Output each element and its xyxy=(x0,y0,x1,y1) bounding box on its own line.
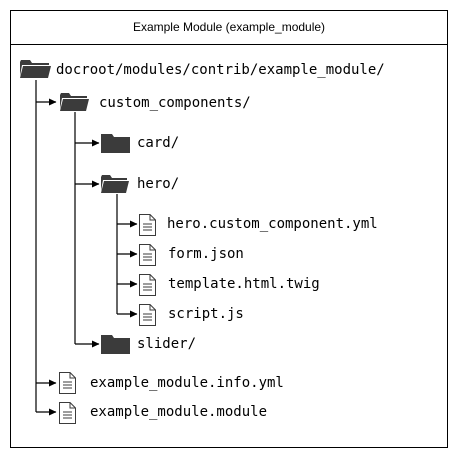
tree-node-label: template.html.twig xyxy=(168,276,320,292)
file-icon xyxy=(139,244,156,266)
tree-node-info-yml[interactable]: example_module.info.yml xyxy=(59,372,284,394)
tree-node-custom-components[interactable]: custom_components/ xyxy=(60,93,251,111)
tree-node-label: form.json xyxy=(168,246,244,262)
tree-node-label: script.js xyxy=(168,306,244,322)
folder-open-icon xyxy=(60,93,89,111)
tree-node-label: custom_components/ xyxy=(99,95,251,111)
folder-open-icon xyxy=(101,175,129,193)
tree-node-template-twig[interactable]: template.html.twig xyxy=(139,274,320,296)
tree-node-label: example_module.module xyxy=(90,404,267,420)
tree-node-hero[interactable]: hero/ xyxy=(101,175,179,193)
tree-node-label: docroot/modules/contrib/example_module/ xyxy=(56,62,385,78)
tree-node-label: card/ xyxy=(137,135,179,151)
tree-node-root[interactable]: docroot/modules/contrib/example_module/ xyxy=(20,60,385,78)
folder-open-icon xyxy=(20,60,51,78)
file-icon xyxy=(139,274,156,296)
diagram-frame xyxy=(10,10,448,448)
file-icon xyxy=(139,304,156,326)
file-icon xyxy=(59,402,76,424)
folder-closed-icon xyxy=(101,134,130,153)
tree-node-label: slider/ xyxy=(137,336,196,352)
tree-node-form-json[interactable]: form.json xyxy=(139,244,244,266)
tree-node-hero-yml[interactable]: hero.custom_component.yml xyxy=(139,214,378,236)
tree-node-label: hero/ xyxy=(137,176,179,192)
tree-node-label: hero.custom_component.yml xyxy=(167,216,378,232)
tree-node-slider[interactable]: slider/ xyxy=(101,335,196,354)
tree-node-label: example_module.info.yml xyxy=(90,375,284,391)
tree-node-script-js[interactable]: script.js xyxy=(139,304,244,326)
folder-closed-icon xyxy=(101,335,130,354)
tree-node-card[interactable]: card/ xyxy=(101,134,179,153)
diagram-title: Example Module (example_module) xyxy=(133,20,325,34)
tree-node-module-file[interactable]: example_module.module xyxy=(59,402,268,424)
file-icon xyxy=(59,372,76,394)
file-icon xyxy=(139,214,156,236)
